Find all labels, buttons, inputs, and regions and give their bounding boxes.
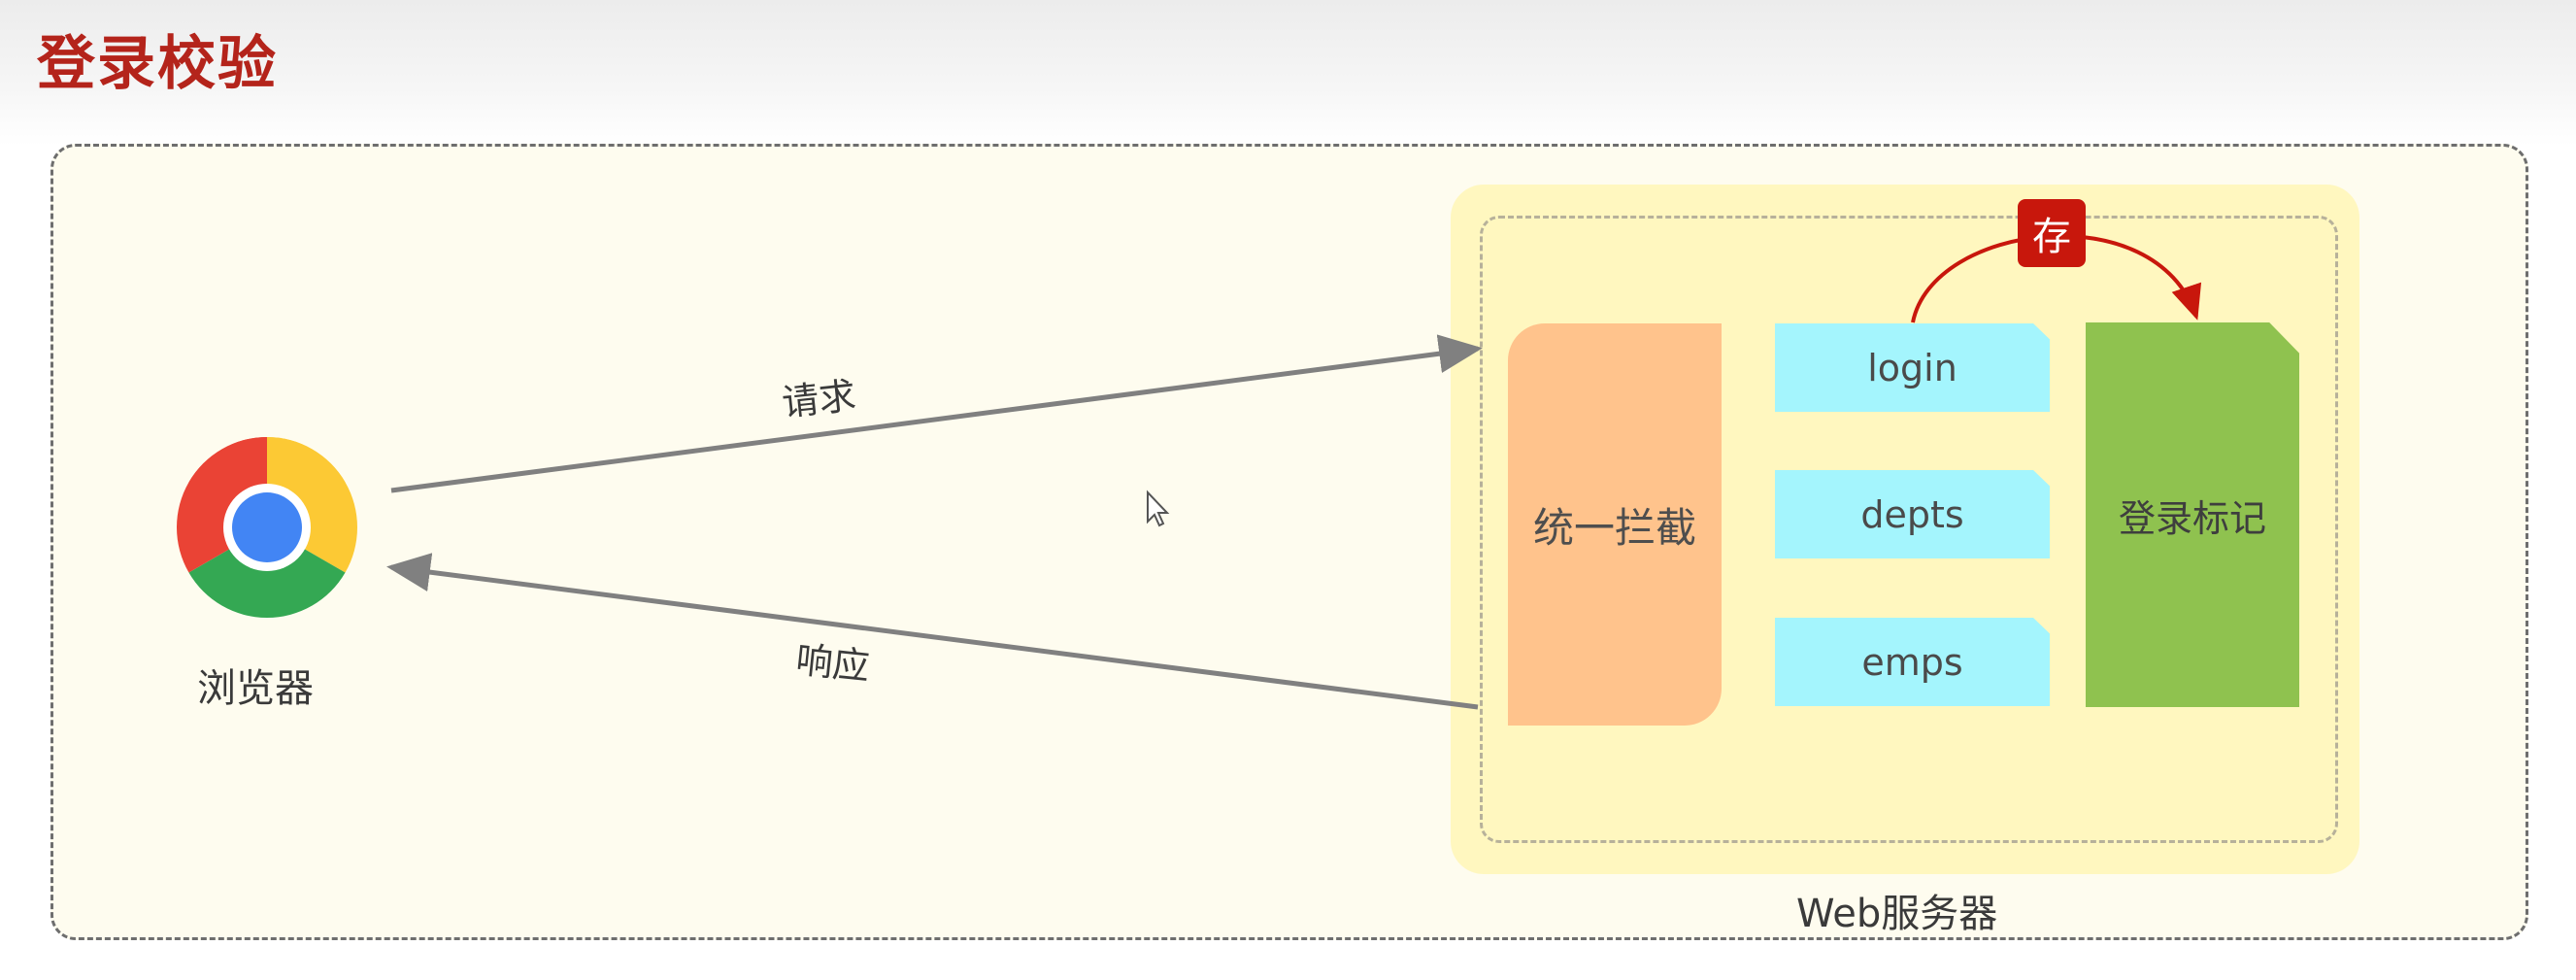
resource-login: login [1775,323,2050,412]
resource-label: depts [1860,492,1964,536]
resource-emps: emps [1775,618,2050,706]
store-badge: 存 [2018,199,2086,267]
login-flag-box: 登录标记 [2086,322,2299,707]
chrome-icon [177,437,357,618]
mouse-cursor-icon [1147,490,1170,527]
request-label: 请求 [780,374,858,424]
page-title: 登录校验 [37,30,278,98]
resource-label: emps [1861,640,1963,684]
store-label: 存 [2032,215,2071,259]
browser-label: 浏览器 [197,666,314,711]
resource-depts: depts [1775,470,2050,558]
response-label: 响应 [793,638,872,689]
login-flag-label: 登录标记 [2118,496,2266,540]
interceptor-label: 统一拦截 [1532,503,1696,552]
web-server-label: Web服务器 [1796,892,1998,936]
response-arrow [386,553,1479,710]
request-arrow [390,334,1483,493]
web-server-inner-frame [1480,216,2338,843]
interceptor-box: 统一拦截 [1508,323,1722,726]
resource-label: login [1867,346,1957,389]
